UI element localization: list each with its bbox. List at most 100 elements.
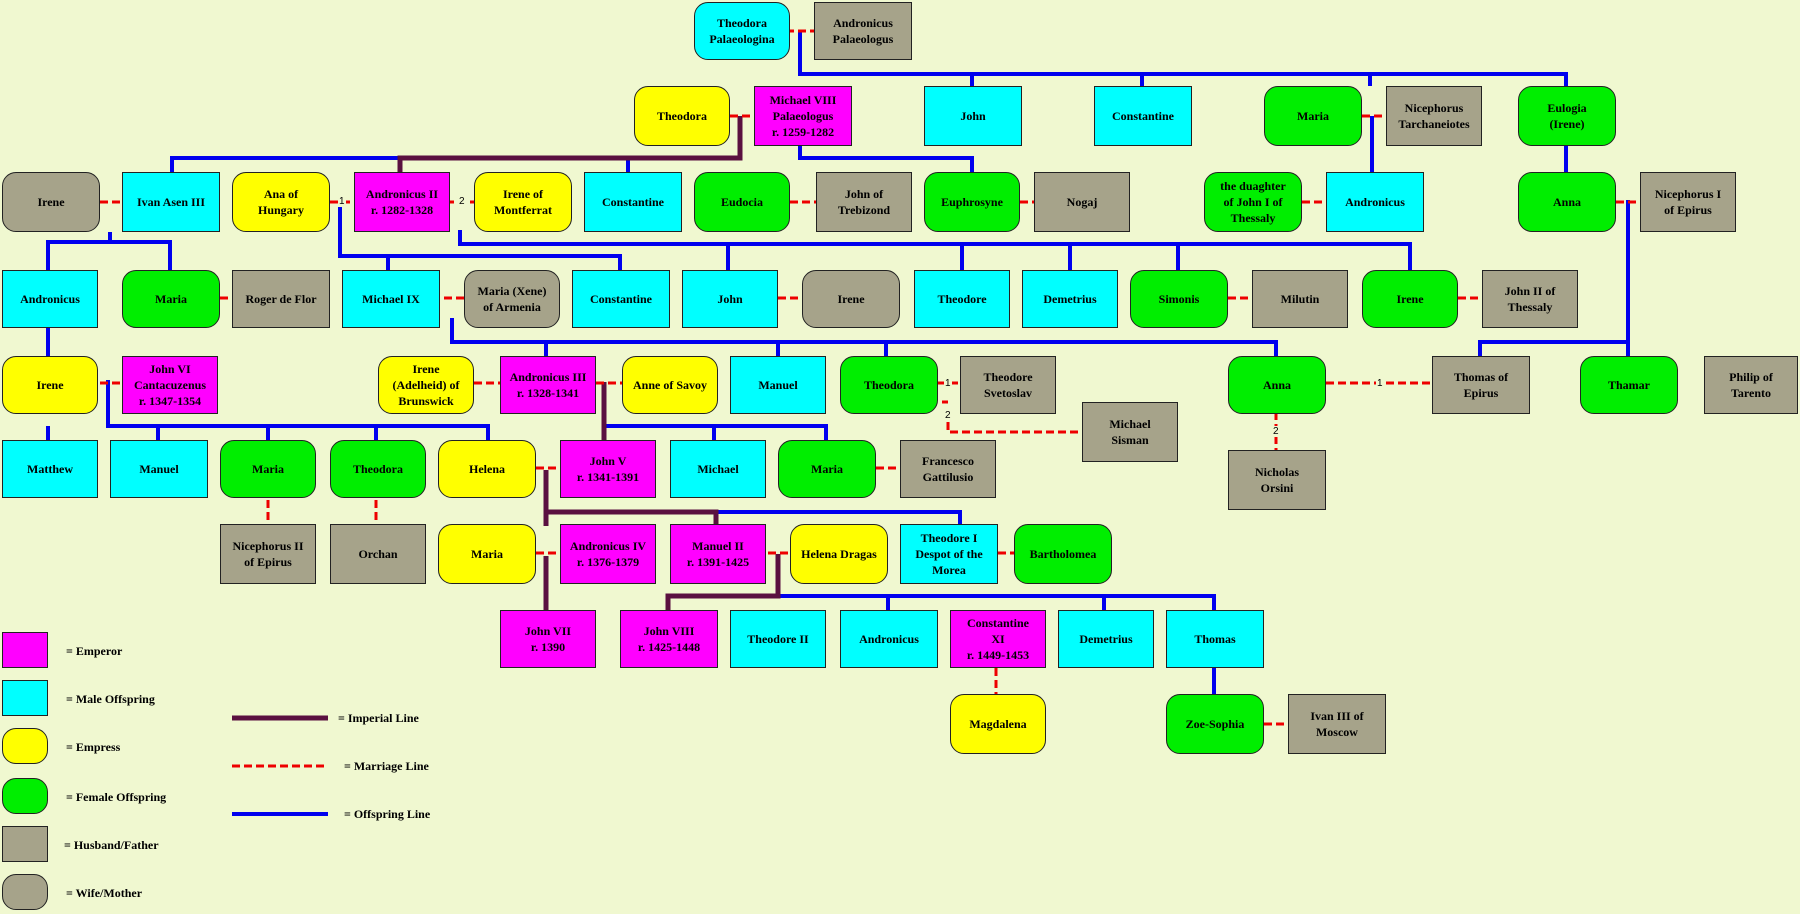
node-roger-flor[interactable]: Roger de Flor	[232, 270, 330, 328]
node-demetrius-2[interactable]: Demetrius	[1058, 610, 1154, 668]
marriage-number: 2	[1272, 426, 1280, 437]
node-euphrosyne[interactable]: Euphrosyne	[924, 172, 1020, 232]
node-nicholas-orsini[interactable]: Nicholas Orsini	[1228, 450, 1326, 510]
node-manuel-ii[interactable]: Manuel II r. 1391-1425	[670, 524, 766, 584]
legend-female-label: = Female Offspring	[66, 790, 167, 804]
node-manuel-1[interactable]: Manuel	[730, 356, 826, 414]
node-theodora-wife[interactable]: Theodora	[634, 86, 730, 146]
node-john-vi[interactable]: John VI Cantacuzenus r. 1347-1354	[122, 356, 218, 414]
node-bartholomea[interactable]: Bartholomea	[1014, 524, 1112, 584]
legend-male-swatch	[2, 680, 48, 716]
node-john-vii[interactable]: John VII r. 1390	[500, 610, 596, 668]
node-maria-5[interactable]: Maria	[438, 524, 536, 584]
node-maria-4[interactable]: Maria	[778, 440, 876, 498]
node-theodora-palaeologina[interactable]: Theodora Palaeologina	[694, 2, 790, 60]
node-anna-2[interactable]: Anna	[1228, 356, 1326, 414]
node-irene-3[interactable]: Irene	[1362, 270, 1458, 328]
legend-wife-label: = Wife/Mother	[66, 886, 143, 900]
node-michael-sisman[interactable]: Michael Sisman	[1082, 402, 1178, 462]
node-michael[interactable]: Michael	[670, 440, 766, 498]
node-nogaj[interactable]: Nogaj	[1034, 172, 1130, 232]
node-helena-dragas[interactable]: Helena Dragas	[790, 524, 888, 584]
node-zoe-sophia[interactable]: Zoe-Sophia	[1166, 694, 1264, 754]
node-andronicus-iii[interactable]: Andronicus III r. 1328-1341	[500, 356, 596, 414]
node-michael-ix[interactable]: Michael IX	[342, 270, 440, 328]
node-ana-hungary[interactable]: Ana of Hungary	[232, 172, 330, 232]
legend-male-label: = Male Offspring	[66, 692, 155, 706]
node-philip-tarento[interactable]: Philip of Tarento	[1704, 356, 1798, 414]
node-daughter-john-thessaly[interactable]: the duaghter of John I of Thessaly	[1204, 172, 1302, 232]
node-maria-xene[interactable]: Maria (Xene) of Armenia	[464, 270, 560, 328]
node-theodore-i[interactable]: Theodore I Despot of the Morea	[900, 524, 998, 584]
node-michael-viii[interactable]: Michael VIII Palaeologus r. 1259-1282	[754, 86, 852, 146]
node-maria-1[interactable]: Maria	[1264, 86, 1362, 146]
node-ivan-iii[interactable]: Ivan III of Moscow	[1288, 694, 1386, 754]
node-simonis[interactable]: Simonis	[1130, 270, 1228, 328]
node-demetrius-1[interactable]: Demetrius	[1022, 270, 1118, 328]
node-orchan[interactable]: Orchan	[330, 524, 426, 584]
node-theodore-1[interactable]: Theodore	[914, 270, 1010, 328]
marriage-number: 2	[458, 196, 466, 207]
node-maria-3[interactable]: Maria	[220, 440, 316, 498]
node-irene-4[interactable]: Irene	[2, 356, 98, 414]
node-john-ii-thessaly[interactable]: John II of Thessaly	[1482, 270, 1578, 328]
node-andronicus-4[interactable]: Andronicus	[840, 610, 938, 668]
legend-female-swatch	[2, 778, 48, 814]
node-irene-brunswick[interactable]: Irene (Adelheid) of Brunswick	[378, 356, 474, 414]
node-magdalena[interactable]: Magdalena	[950, 694, 1046, 754]
node-nicephorus-ii[interactable]: Nicephorus II of Epirus	[220, 524, 316, 584]
node-manuel-2[interactable]: Manuel	[110, 440, 208, 498]
node-nicephorus-tarchaneiotes[interactable]: Nicephorus Tarchaneiotes	[1386, 86, 1482, 146]
node-anne-savoy[interactable]: Anne of Savoy	[622, 356, 718, 414]
node-theodore-svetoslav[interactable]: Theodore Svetoslav	[960, 356, 1056, 414]
legend-empress-swatch	[2, 728, 48, 764]
offspring-lines	[46, 30, 1630, 696]
node-thamar[interactable]: Thamar	[1580, 356, 1678, 414]
legend-wife-swatch	[2, 874, 48, 910]
node-andronicus-3[interactable]: Andronicus	[2, 270, 98, 328]
node-andronicus-iv[interactable]: Andronicus IV r. 1376-1379	[560, 524, 656, 584]
node-theodore-ii[interactable]: Theodore II	[730, 610, 826, 668]
node-maria-2[interactable]: Maria	[122, 270, 220, 328]
node-anna-1[interactable]: Anna	[1518, 172, 1616, 232]
node-john-2[interactable]: John	[682, 270, 778, 328]
marriage-number: 2	[944, 410, 952, 421]
node-andronicus-ii[interactable]: Andronicus II r. 1282-1328	[354, 172, 450, 232]
node-theodora-2[interactable]: Theodora	[840, 356, 938, 414]
node-andronicus-palaeologus[interactable]: Andronicus Palaeologus	[814, 2, 912, 60]
node-constantine-xi[interactable]: Constantine XI r. 1449-1453	[950, 610, 1046, 668]
legend-imperial-line-label: = Imperial Line	[338, 711, 419, 725]
legend-emperor-swatch	[2, 632, 48, 668]
legend-empress-label: = Empress	[66, 740, 121, 754]
imperial-lines	[232, 116, 781, 721]
legend-emperor-label: = Emperor	[66, 644, 123, 658]
node-john-1[interactable]: John	[924, 86, 1022, 146]
node-irene-2[interactable]: Irene	[802, 270, 900, 328]
node-eudocia[interactable]: Eudocia	[694, 172, 790, 232]
node-constantine-1[interactable]: Constantine	[1094, 86, 1192, 146]
node-matthew[interactable]: Matthew	[2, 440, 98, 498]
node-thomas[interactable]: Thomas	[1166, 610, 1264, 668]
node-john-viii[interactable]: John VIII r. 1425-1448	[620, 610, 718, 668]
node-irene-1[interactable]: Irene	[2, 172, 100, 232]
legend-husband-swatch	[2, 826, 48, 862]
node-john-v[interactable]: John V r. 1341-1391	[560, 440, 656, 498]
legend-husband-label: = Husband/Father	[64, 838, 159, 852]
legend-marriage-line-label: = Marriage Line	[344, 759, 429, 773]
node-john-trebizond[interactable]: John of Trebizond	[816, 172, 912, 232]
node-andronicus-2[interactable]: Andronicus	[1326, 172, 1424, 232]
node-helena[interactable]: Helena	[438, 440, 536, 498]
node-irene-montferrat[interactable]: Irene of Montferrat	[474, 172, 572, 232]
node-theodora-3[interactable]: Theodora	[330, 440, 426, 498]
node-milutin[interactable]: Milutin	[1252, 270, 1348, 328]
node-ivan-asen[interactable]: Ivan Asen III	[122, 172, 220, 232]
marriage-number: 1	[338, 196, 346, 207]
node-thomas-epirus[interactable]: Thomas of Epirus	[1432, 356, 1530, 414]
node-eulogia[interactable]: Eulogia (Irene)	[1518, 86, 1616, 146]
node-constantine-3[interactable]: Constantine	[572, 270, 670, 328]
marriage-number: 1	[1376, 378, 1384, 389]
node-constantine-2[interactable]: Constantine	[584, 172, 682, 232]
node-francesco[interactable]: Francesco Gattilusio	[900, 440, 996, 498]
node-nicephorus-epirus[interactable]: Nicephorus I of Epirus	[1640, 172, 1736, 232]
